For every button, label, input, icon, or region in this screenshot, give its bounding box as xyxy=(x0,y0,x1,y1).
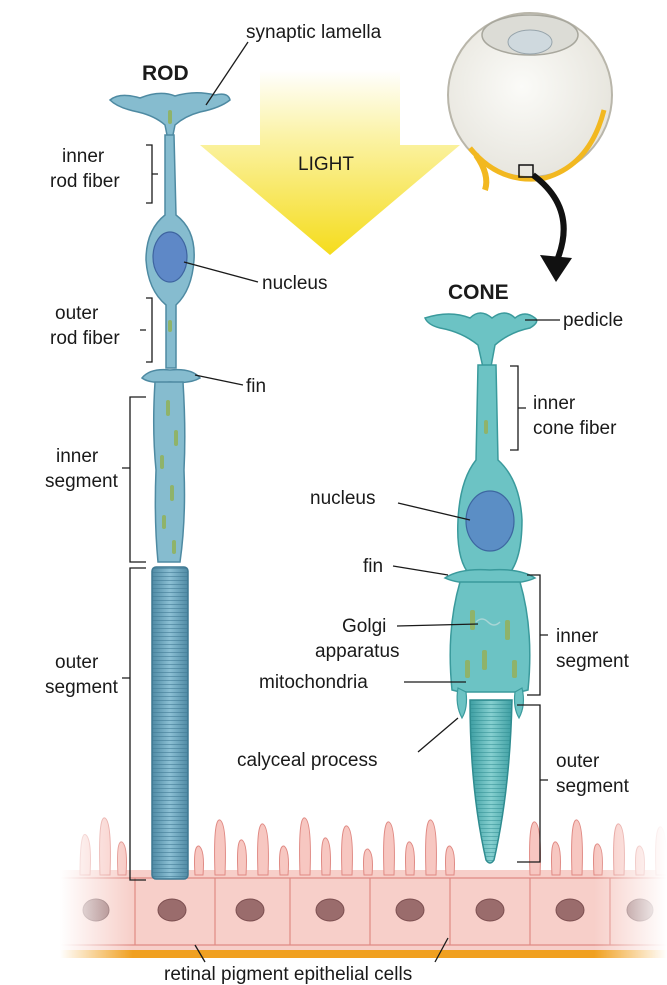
cone-title: CONE xyxy=(448,281,509,304)
cone-fin-label: fin xyxy=(363,556,383,577)
light-arrow: LIGHT xyxy=(200,70,460,255)
rod-nucleus xyxy=(153,232,187,282)
cone-inner-cone-fiber-label-2: cone fiber xyxy=(533,418,617,439)
cone-inner-cone-fiber-label-1: inner xyxy=(533,393,576,414)
light-label: LIGHT xyxy=(298,154,354,175)
cone-cell xyxy=(425,313,537,863)
cone-inner-segment-label-2: segment xyxy=(556,651,630,672)
eye-icon xyxy=(448,13,612,282)
cone-golgi-label-2: apparatus xyxy=(315,641,400,662)
cone-nucleus xyxy=(466,491,514,551)
cone-outer-segment-label-2: segment xyxy=(556,776,630,797)
rod-cell xyxy=(110,93,230,879)
rod-outer-rod-fiber-label-2: rod fiber xyxy=(50,328,120,349)
cone-golgi-label-1: Golgi xyxy=(342,616,386,637)
rod-outer-rod-fiber-label-1: outer xyxy=(55,303,99,324)
cone-inner-segment-label-1: inner xyxy=(556,626,599,647)
retinal-pigment-epithelium xyxy=(60,800,667,970)
cone-nucleus-label: nucleus xyxy=(310,488,376,509)
cone-calyceal-process-label: calyceal process xyxy=(237,750,377,771)
rod-inner-segment-label-1: inner xyxy=(56,446,99,467)
rod-nucleus-label: nucleus xyxy=(262,273,328,294)
rod-synaptic-lamella-label: synaptic lamella xyxy=(246,22,382,43)
cone-mitochondria-label: mitochondria xyxy=(259,672,368,693)
cone-outer-segment-label-1: outer xyxy=(556,751,600,772)
rod-outer-segment-label-1: outer xyxy=(55,652,99,673)
rod-inner-rod-fiber-label-2: rod fiber xyxy=(50,171,120,192)
rod-title: ROD xyxy=(142,62,189,85)
rod-outer-segment-label-2: segment xyxy=(45,677,119,698)
rod-fin-label: fin xyxy=(246,376,266,397)
rod-inner-segment-label-2: segment xyxy=(45,471,119,492)
cone-pedicle-label: pedicle xyxy=(563,310,623,331)
rod-inner-rod-fiber-label-1: inner xyxy=(62,146,105,167)
rpe-label: retinal pigment epithelial cells xyxy=(164,964,412,985)
